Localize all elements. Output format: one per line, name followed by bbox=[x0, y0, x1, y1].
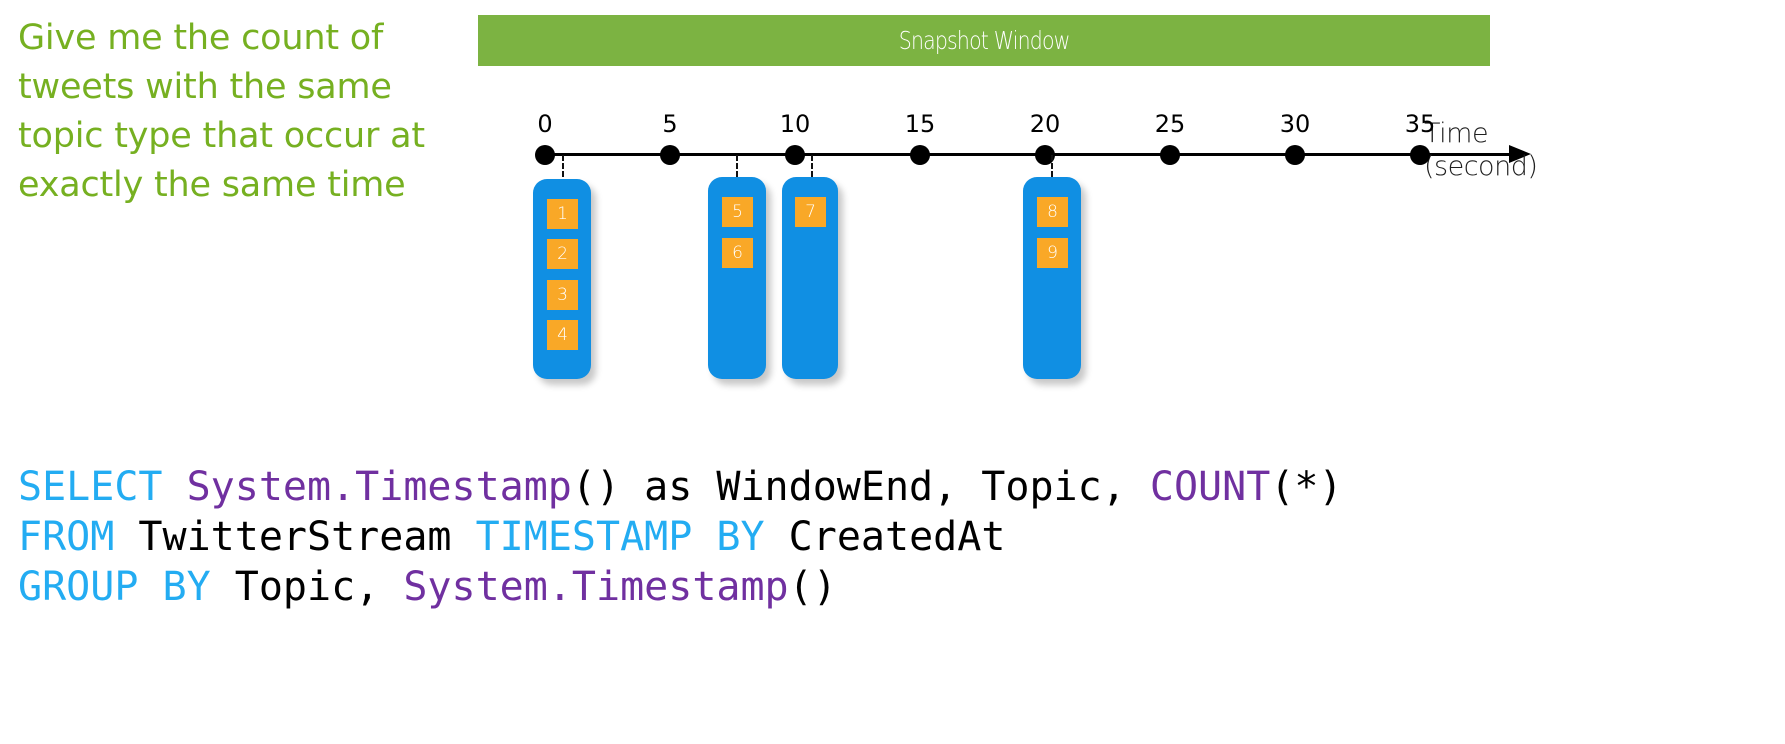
sql-token-func: System.Timestamp bbox=[403, 564, 789, 610]
sql-token-keyword: GROUP BY bbox=[18, 564, 235, 610]
sql-token-func: System.Timestamp bbox=[186, 464, 572, 510]
tick-dot-25 bbox=[1160, 145, 1180, 165]
question-text: Give me the count of tweets with the sam… bbox=[18, 18, 436, 205]
sql-line-2: FROM TwitterStream TIMESTAMP BY CreatedA… bbox=[18, 512, 1343, 562]
tick-label-0: 0 bbox=[537, 110, 553, 138]
sql-token-plain: () bbox=[788, 564, 837, 610]
sql-token-plain: Topic, bbox=[234, 564, 404, 610]
tweet-box-4[interactable]: 4 bbox=[547, 320, 578, 350]
time-axis-line bbox=[545, 153, 1515, 156]
tweet-box-2[interactable]: 2 bbox=[547, 239, 578, 269]
tweet-box-8[interactable]: 8 bbox=[1037, 197, 1068, 227]
tick-label-15: 15 bbox=[904, 110, 936, 138]
sql-token-keyword: SELECT bbox=[18, 464, 187, 510]
tick-dot-30 bbox=[1285, 145, 1305, 165]
event-connector-3 bbox=[811, 155, 813, 185]
event-connector-2 bbox=[736, 155, 738, 185]
tick-dot-0 bbox=[535, 145, 555, 165]
snapshot-window-banner: Snapshot Window bbox=[478, 15, 1490, 66]
tick-label-20: 20 bbox=[1029, 110, 1061, 138]
time-axis-arrow-icon bbox=[1509, 145, 1531, 163]
tick-label-35: 35 bbox=[1404, 110, 1436, 138]
tick-label-30: 30 bbox=[1279, 110, 1311, 138]
snapshot-window-label: Snapshot Window bbox=[898, 26, 1071, 55]
tick-label-5: 5 bbox=[662, 110, 678, 138]
tweet-box-5[interactable]: 5 bbox=[722, 197, 753, 227]
tweet-box-9[interactable]: 9 bbox=[1037, 238, 1068, 268]
tick-label-10: 10 bbox=[779, 110, 811, 138]
tick-dot-20 bbox=[1035, 145, 1055, 165]
sql-token-plain: TwitterStream bbox=[138, 514, 476, 560]
tick-dot-5 bbox=[660, 145, 680, 165]
tweet-box-7[interactable]: 7 bbox=[795, 197, 826, 227]
sql-token-keyword: FROM bbox=[18, 514, 139, 560]
sql-line-3: GROUP BY Topic, System.Timestamp() bbox=[18, 562, 1343, 612]
tick-label-25: 25 bbox=[1154, 110, 1186, 138]
sql-query-block: SELECT System.Timestamp() as WindowEnd, … bbox=[18, 462, 1343, 612]
sql-token-func: COUNT bbox=[1149, 464, 1271, 510]
tweet-box-3[interactable]: 3 bbox=[547, 280, 578, 310]
tick-dot-10 bbox=[785, 145, 805, 165]
time-axis-title: Time (second) bbox=[1424, 117, 1554, 183]
tick-dot-35 bbox=[1410, 145, 1430, 165]
time-axis-label: Time bbox=[1424, 118, 1489, 149]
tweet-box-1[interactable]: 1 bbox=[547, 199, 578, 229]
sql-token-keyword: TIMESTAMP BY bbox=[475, 514, 789, 560]
tick-dot-15 bbox=[910, 145, 930, 165]
time-axis-unit: (second) bbox=[1424, 151, 1538, 182]
event-connector-4 bbox=[1051, 155, 1053, 185]
timeline-axis: Time (second) 0 5 10 15 20 25 30 35 bbox=[0, 100, 1785, 210]
sql-token-plain: (*) bbox=[1270, 464, 1343, 510]
sql-token-plain: CreatedAt bbox=[788, 514, 1006, 560]
sql-line-1: SELECT System.Timestamp() as WindowEnd, … bbox=[18, 462, 1343, 512]
sql-token-plain: () as WindowEnd, Topic, bbox=[571, 464, 1150, 510]
event-connector-1 bbox=[562, 155, 564, 185]
tweet-box-6[interactable]: 6 bbox=[722, 238, 753, 268]
